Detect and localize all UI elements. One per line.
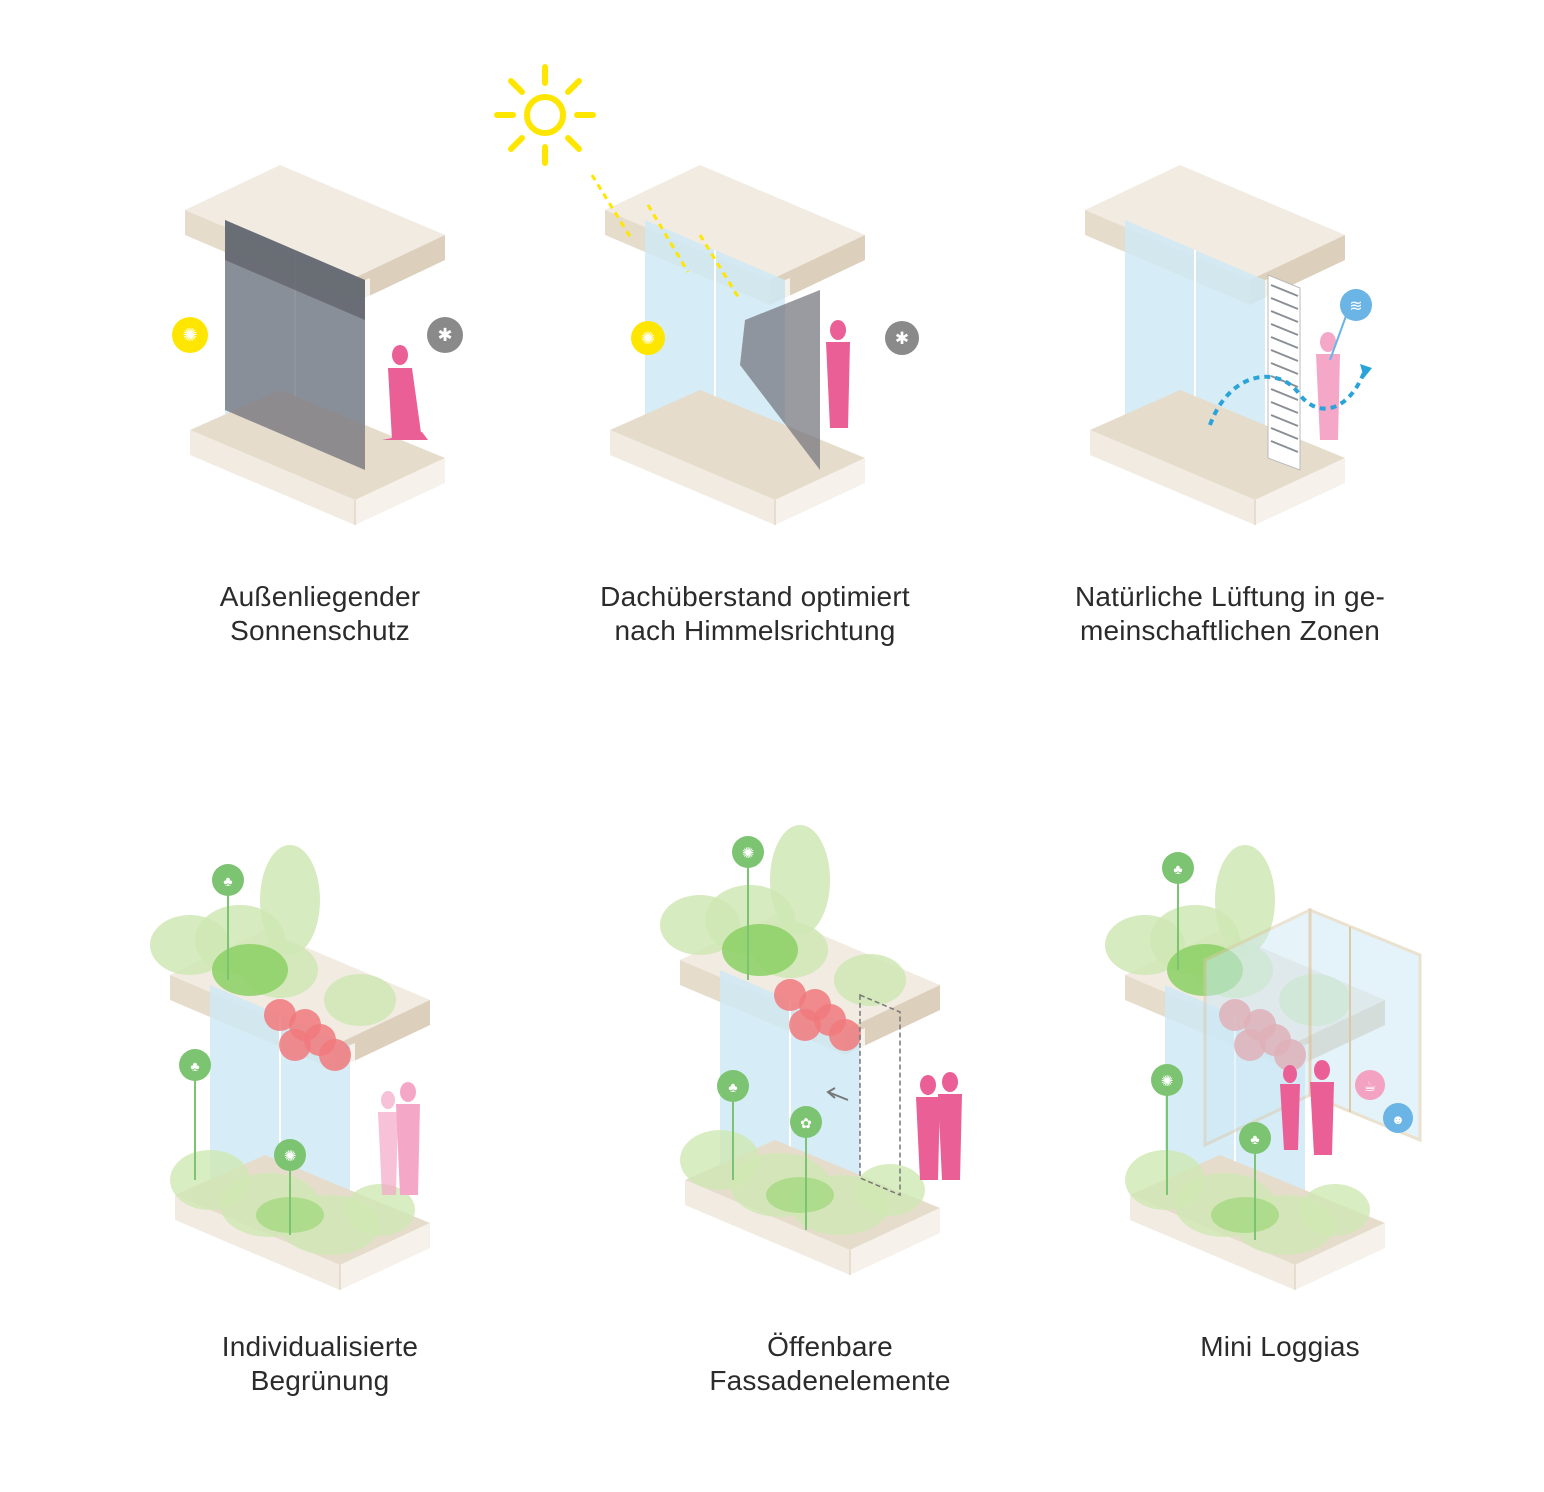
panel-fassade: ✺ ♣ ✿ Öffenbare Fassadenelemente [660,825,990,1396]
plant-icon: ♣ [1162,852,1194,970]
caption-line: Öffenbare [767,1331,893,1362]
flower-icon: ✺ [1151,1064,1183,1195]
svg-text:✺: ✺ [182,325,197,345]
diagram-fassade: ✺ ♣ ✿ [660,825,962,1275]
arrow-head [1360,364,1372,378]
people-table-icon: ☻ [1383,1103,1413,1133]
lower-planting [1125,1150,1370,1255]
plant-icon: ♣ [717,1070,749,1180]
svg-text:♣: ♣ [190,1058,199,1074]
flower-icon: ✺ [732,836,764,980]
panel-begruenung: ♣ ♣ ✺ Individualisierte Begrünung [150,845,480,1396]
panel-sonnenschutz: ✺ ✱ Außenliegender Sonnenschutz [160,140,480,646]
person-silhouette [1280,1060,1334,1155]
plant-icon: ♣ [212,864,244,980]
svg-text:♣: ♣ [1250,1131,1259,1147]
svg-text:♣: ♣ [223,873,232,889]
building-module [605,165,865,525]
person-silhouette [1316,332,1340,440]
caption-line: Sonnenschutz [230,615,410,646]
caption-line: Außenliegender [219,581,421,612]
garden-icon: ✿ [790,1106,822,1230]
person-silhouette [916,1072,962,1180]
svg-text:♣: ♣ [1173,861,1182,877]
caption-line: Natürliche Lüftung in ge- [1074,581,1386,612]
diagram-dachueberstand: ✺ ✱ [494,64,919,525]
panel-loggias: ♣ ✺ ♣ ☕ ☻ Mini Loggias [1105,845,1430,1362]
flower-planting [264,999,351,1071]
flower-planting [774,979,861,1051]
svg-text:✺: ✺ [742,845,755,862]
svg-text:✱: ✱ [895,329,909,348]
svg-text:♣: ♣ [728,1079,737,1095]
panel-lueftung: ≋ Natürliche Lüftung in ge- meinschaftli… [1060,140,1400,646]
louvre-panel [1267,274,1301,471]
diagram-sonnenschutz: ✺ ✱ [172,165,463,525]
summer-icon: ✺ [631,321,665,355]
plant-icon: ♣ [179,1049,211,1180]
summer-icon: ✺ [172,317,208,353]
svg-text:✺: ✺ [284,1148,297,1165]
sun-icon [494,64,596,166]
svg-text:≋: ≋ [1349,298,1362,315]
caption-line: Individualisierte [221,1331,419,1362]
floor-slab [1090,390,1345,525]
svg-text:✿: ✿ [800,1115,812,1131]
greenery [660,825,925,1235]
caption-line: nach Himmelsrichtung [614,615,896,646]
building-module [1085,165,1345,525]
svg-text:☻: ☻ [1391,1112,1405,1127]
upper-planting [660,825,906,1006]
svg-text:☕: ☕ [1364,1078,1377,1094]
person-silhouette [382,345,428,440]
diagram-lueftung: ≋ [1085,165,1372,525]
caption-line: meinschaftlichen Zonen [1079,615,1381,646]
overhang-shadow [740,290,820,470]
diagram-loggias: ♣ ✺ ♣ ☕ ☻ [1105,845,1422,1290]
air-icon: ≋ [1340,289,1372,321]
greenery [150,845,415,1255]
svg-text:✺: ✺ [641,329,655,348]
cup-icon: ☕ [1355,1070,1385,1100]
panel-dachueberstand: ✺ ✱ Dachüberstand optimiert nach Himmels… [494,64,920,646]
diagram-begruenung: ♣ ♣ ✺ [150,845,430,1290]
person-silhouette [826,320,850,428]
external-shading-blind [225,220,365,470]
svg-text:✺: ✺ [1161,1073,1174,1090]
caption-line: Dachüberstand optimiert [600,581,910,612]
winter-icon: ✱ [427,317,463,353]
sliding-panel [826,993,901,1197]
sun-rays [590,174,742,301]
upper-planting [150,845,396,1026]
caption-line: Fassadenelemente [709,1365,951,1396]
caption-line: Mini Loggias [1200,1331,1360,1362]
caption-line: Begrünung [250,1365,390,1396]
flower-icon: ✺ [274,1139,306,1235]
svg-text:✱: ✱ [437,325,452,345]
plant-icon: ♣ [1239,1122,1271,1240]
floor-slab [610,390,865,525]
winter-icon: ✱ [885,321,919,355]
person-silhouette [378,1082,420,1195]
